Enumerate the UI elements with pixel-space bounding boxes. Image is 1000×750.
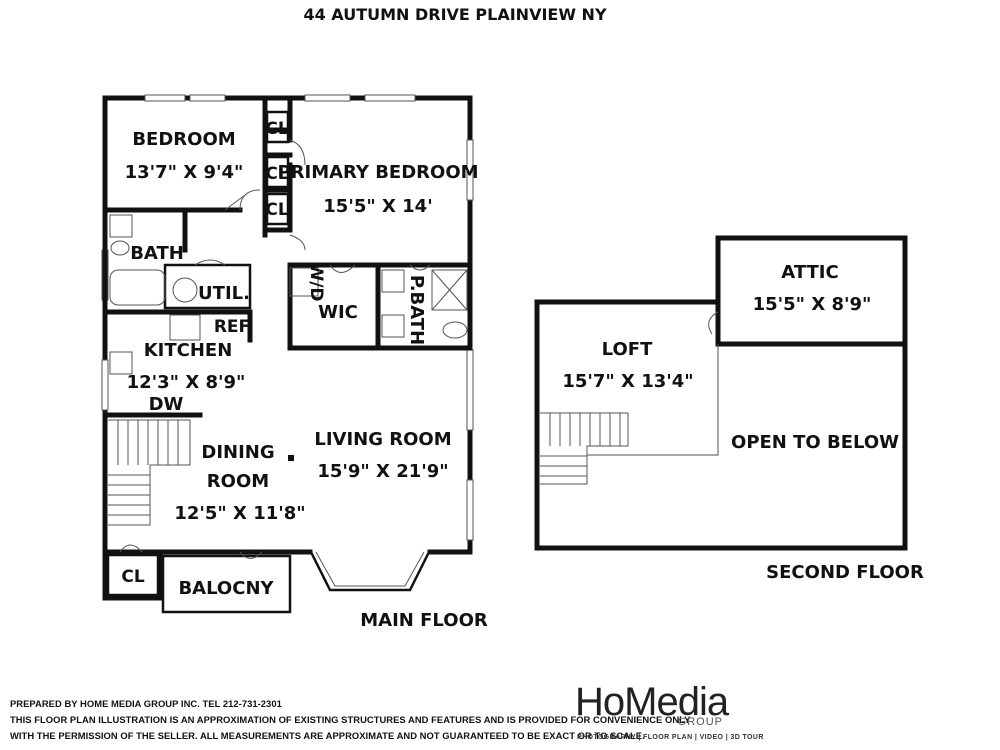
ref-label: REF <box>214 317 250 337</box>
balcony-rail <box>161 554 292 614</box>
primary-bedroom-label: PRIMARY BEDROOM <box>277 162 478 183</box>
logo-wordmark: HoMedia <box>575 680 729 724</box>
logo-tagline: PHOTOGRAPHY | FLOOR PLAN | VIDEO | 3D TO… <box>577 734 764 741</box>
attic-dims: 15'5" X 8'9" <box>753 294 872 315</box>
closet-label-4: CL <box>121 567 144 587</box>
wic-label: WIC <box>318 302 358 323</box>
pbath-label: P.BATH <box>406 275 427 345</box>
balcony-label: BALOCNY <box>178 578 274 599</box>
loft-label: LOFT <box>602 339 653 360</box>
kitchen-label: KITCHEN <box>144 340 233 361</box>
main-floor-label: MAIN FLOOR <box>360 610 488 631</box>
living-room-dims: 15'9" X 21'9" <box>317 461 448 482</box>
closet-label-3: CL <box>265 200 288 220</box>
closet-block-wall <box>102 549 163 601</box>
main-floor <box>101 94 474 614</box>
logo-group-text: GROUP <box>677 716 723 728</box>
homedia-logo: HoMedia GROUP PHOTOGRAPHY | FLOOR PLAN |… <box>575 680 763 748</box>
primary-bedroom-dims: 15'5" X 14' <box>323 196 432 217</box>
second-floor-label: SECOND FLOOR <box>766 562 924 583</box>
footer-disclaimer-2: WITH THE PERMISSION OF THE SELLER. ALL M… <box>10 730 645 741</box>
dining-dims: 12'5" X 11'8" <box>174 503 305 524</box>
attic-label: ATTIC <box>781 262 838 283</box>
bay-window <box>308 549 432 592</box>
main-stairs <box>108 419 191 526</box>
closet-label-1: CL <box>265 119 288 139</box>
dining-label-line2: ROOM <box>207 471 269 492</box>
bedroom-dims: 13'7" X 9'4" <box>125 162 244 183</box>
plan-title: 44 AUTUMN DRIVE PLAINVIEW NY <box>303 5 606 24</box>
closet-label-2: CL <box>265 164 288 184</box>
second-floor-outer-wall <box>534 235 908 551</box>
dw-label: DW <box>149 394 184 415</box>
loft-dims: 15'7" X 13'4" <box>562 371 693 392</box>
util-label: UTIL. <box>198 283 250 304</box>
bedroom-label: BEDROOM <box>132 129 235 150</box>
dining-label-line1: DINING <box>201 442 274 463</box>
wd-label: W/D <box>306 262 326 301</box>
footer-disclaimer-1: THIS FLOOR PLAN ILLUSTRATION IS AN APPRO… <box>10 714 691 725</box>
bath-label: BATH <box>130 243 184 264</box>
footer-prepared-by: PREPARED BY HOME MEDIA GROUP INC. TEL 21… <box>10 698 282 709</box>
kitchen-dims: 12'3" X 8'9" <box>127 372 246 393</box>
living-room-label: LIVING ROOM <box>314 429 451 450</box>
second-floor <box>534 235 908 551</box>
open-to-below-label: OPEN TO BELOW <box>731 432 899 453</box>
